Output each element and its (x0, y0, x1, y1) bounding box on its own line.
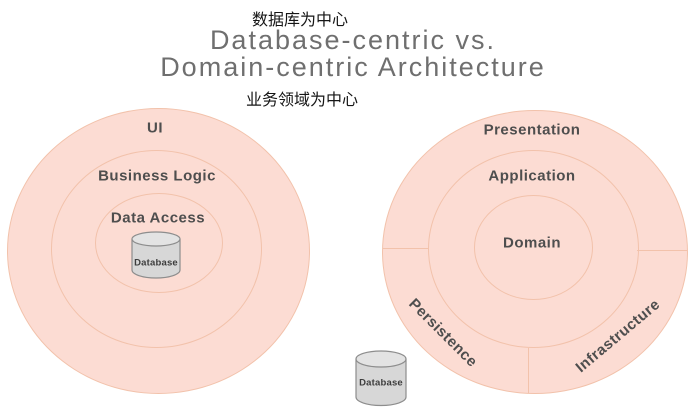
left-inner-ring-label: Data Access (110, 209, 206, 227)
right-middle-ring-label: Application (488, 167, 576, 185)
right-ring-divider-bottom (528, 348, 529, 393)
right-ring-divider-left (383, 248, 428, 249)
database-cylinder-icon (355, 350, 407, 407)
page-title: Database-centric vs. Domain-centric Arch… (160, 27, 546, 81)
left-database-label: Database (134, 257, 178, 269)
title-line-2: Domain-centric Architecture (160, 52, 546, 82)
right-inner-ring-domain (474, 195, 593, 300)
database-cylinder-icon (131, 231, 181, 279)
chinese-annotation-bottom: 业务领域为中心 (245, 92, 359, 109)
chinese-annotation-top: 数据库为中心 (251, 12, 349, 29)
right-outer-top-label: Presentation (483, 121, 581, 139)
right-database-label: Database (359, 377, 403, 389)
left-outer-ring-label: UI (147, 119, 163, 137)
right-ring-divider-right (637, 250, 687, 251)
right-database-cylinder: Database (355, 350, 407, 407)
left-database-cylinder: Database (131, 231, 181, 279)
right-inner-ring-label: Domain (502, 234, 562, 252)
title-line-1: Database-centric vs. (209, 25, 497, 55)
left-middle-ring-label: Business Logic (98, 167, 216, 185)
left-middle-ring-business-logic (51, 150, 262, 348)
